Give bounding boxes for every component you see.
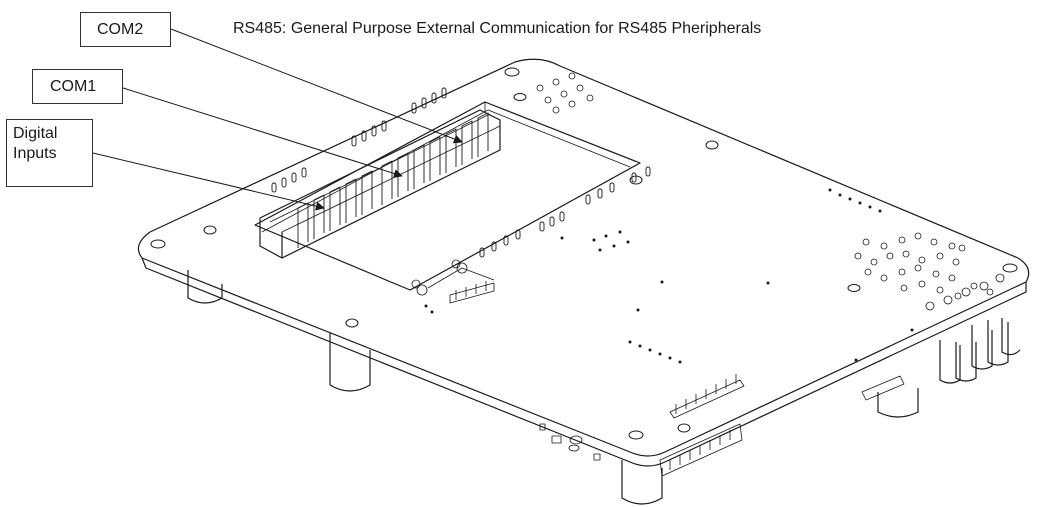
component-pads xyxy=(411,72,1005,311)
com2-leader-arrow xyxy=(170,28,463,144)
callout-leaders xyxy=(92,28,463,211)
board-cutout xyxy=(254,101,641,291)
terminal-connector-strip xyxy=(259,109,501,259)
terminal-slots xyxy=(297,112,489,248)
diagram-title: RS485: General Purpose External Communic… xyxy=(233,20,762,37)
small-components xyxy=(539,423,601,461)
board-edge xyxy=(141,257,1027,467)
board-outline xyxy=(137,58,1030,457)
com2-label: COM2 xyxy=(97,21,144,38)
digital-inputs-callout: Digital Inputs xyxy=(6,119,93,187)
digital-inputs-label-line1: Digital xyxy=(13,125,58,142)
via-dots xyxy=(424,188,914,364)
com1-label: COM1 xyxy=(50,78,97,95)
connector-header-bottom xyxy=(427,267,905,477)
digital-inputs-label-line2: Inputs xyxy=(13,145,57,162)
standoffs xyxy=(187,270,1021,505)
mounting-holes xyxy=(150,67,1018,440)
com1-leader-arrow xyxy=(122,87,403,178)
com1-callout: COM1 xyxy=(32,69,123,104)
pin-headers xyxy=(271,87,651,258)
digital-inputs-leader-arrow xyxy=(92,152,325,211)
com2-callout: COM2 xyxy=(80,12,171,47)
